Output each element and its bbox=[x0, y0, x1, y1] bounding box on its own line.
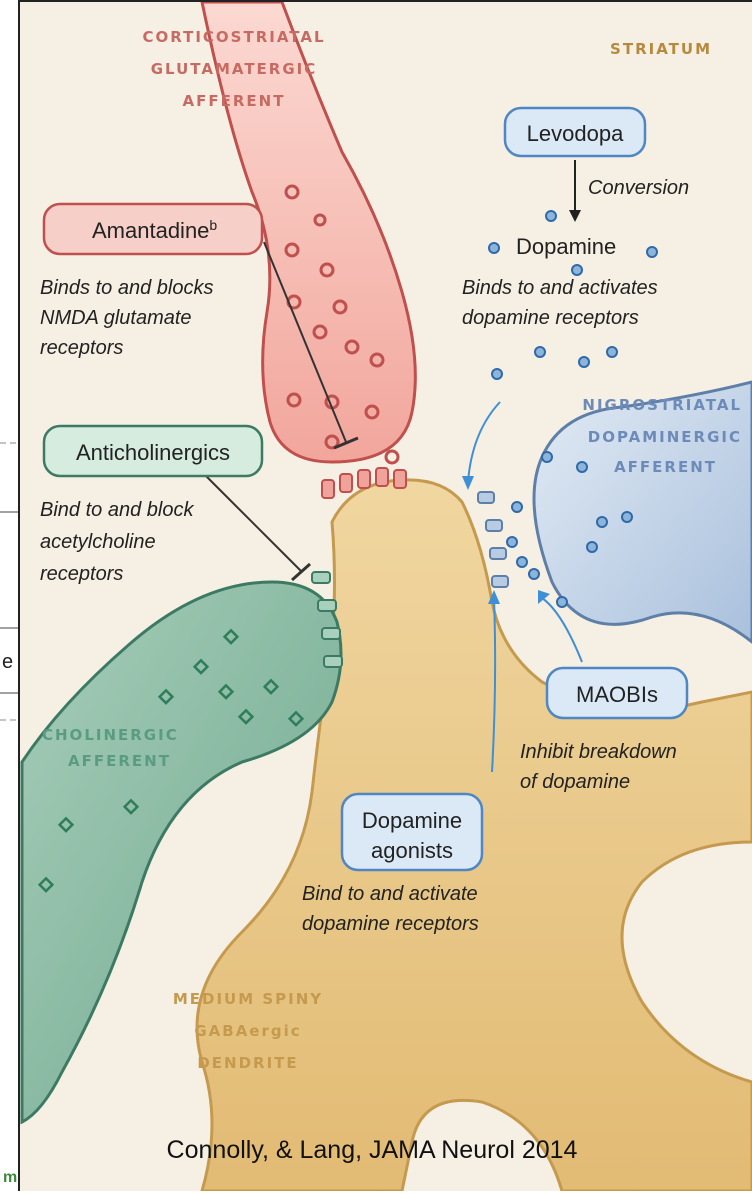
anticholinergics-desc-3: receptors bbox=[40, 563, 123, 585]
maobis-desc-2: of dopamine bbox=[520, 771, 630, 793]
nigro-label-3: AFFERENT bbox=[614, 458, 717, 476]
msn-label-1: MEDIUM SPINY bbox=[173, 990, 323, 1008]
dopamine-to-receptor-arrow bbox=[468, 402, 500, 482]
levodopa-label: Levodopa bbox=[527, 121, 624, 146]
dopamine-arrow-head-1 bbox=[462, 476, 474, 490]
amantadine-desc-2: NMDA glutamate bbox=[40, 307, 192, 329]
synapse-diagram: CORTICOSTRIATAL GLUTAMATERGIC AFFERENT S… bbox=[20, 2, 752, 1191]
maobis-label: MAOBIs bbox=[576, 682, 658, 707]
cortico-label-1: CORTICOSTRIATAL bbox=[142, 28, 325, 46]
agonists-label-1: Dopamine bbox=[362, 808, 462, 833]
msn-label-3: DENDRITE bbox=[197, 1054, 298, 1072]
anticholinergics-label: Anticholinergics bbox=[76, 440, 230, 465]
cortico-label-2: GLUTAMATERGIC bbox=[151, 60, 318, 78]
edge-letter-e: e bbox=[2, 651, 13, 673]
anticholinergic-block-bar bbox=[292, 564, 310, 580]
agonists-desc-2: dopamine receptors bbox=[302, 913, 479, 935]
anticholinergics-desc-1: Bind to and block bbox=[40, 499, 194, 521]
agonists-label-2: agonists bbox=[371, 838, 453, 863]
left-edge-svg: e m bbox=[0, 0, 18, 1189]
figure-frame: CORTICOSTRIATAL GLUTAMATERGIC AFFERENT S… bbox=[18, 0, 752, 1191]
left-slide-edge: e m bbox=[0, 0, 18, 1189]
msn-label-2: GABAergic bbox=[194, 1022, 301, 1040]
conversion-label: Conversion bbox=[588, 177, 689, 199]
striatum-label: STRIATUM bbox=[610, 40, 712, 58]
cortico-label-3: AFFERENT bbox=[183, 92, 286, 110]
amantadine-desc-3: receptors bbox=[40, 337, 123, 359]
agonists-desc-1: Bind to and activate bbox=[302, 883, 478, 905]
levodopa-desc-2: dopamine receptors bbox=[462, 307, 639, 329]
anticholinergics-desc-2: acetylcholine bbox=[40, 531, 156, 553]
anticholinergic-block-line bbox=[202, 472, 302, 572]
levodopa-desc-1: Binds to and activates bbox=[462, 277, 658, 299]
conversion-arrow-head bbox=[569, 210, 581, 222]
dopamine-product-label: Dopamine bbox=[516, 234, 616, 259]
amantadine-label: Amantadineb bbox=[92, 217, 217, 243]
edge-letter-m: m bbox=[3, 1169, 17, 1186]
cholin-label-2: AFFERENT bbox=[68, 752, 171, 770]
nigro-label-1: NIGROSTRIATAL bbox=[582, 396, 742, 414]
amantadine-desc-1: Binds to and blocks bbox=[40, 277, 213, 299]
citation-text: Connolly, & Lang, JAMA Neurol 2014 bbox=[167, 1136, 578, 1164]
cholin-label-1: CHOLINERGIC bbox=[42, 726, 179, 744]
nigro-label-2: DOPAMINERGIC bbox=[588, 428, 742, 446]
maobis-desc-1: Inhibit breakdown bbox=[520, 741, 677, 763]
